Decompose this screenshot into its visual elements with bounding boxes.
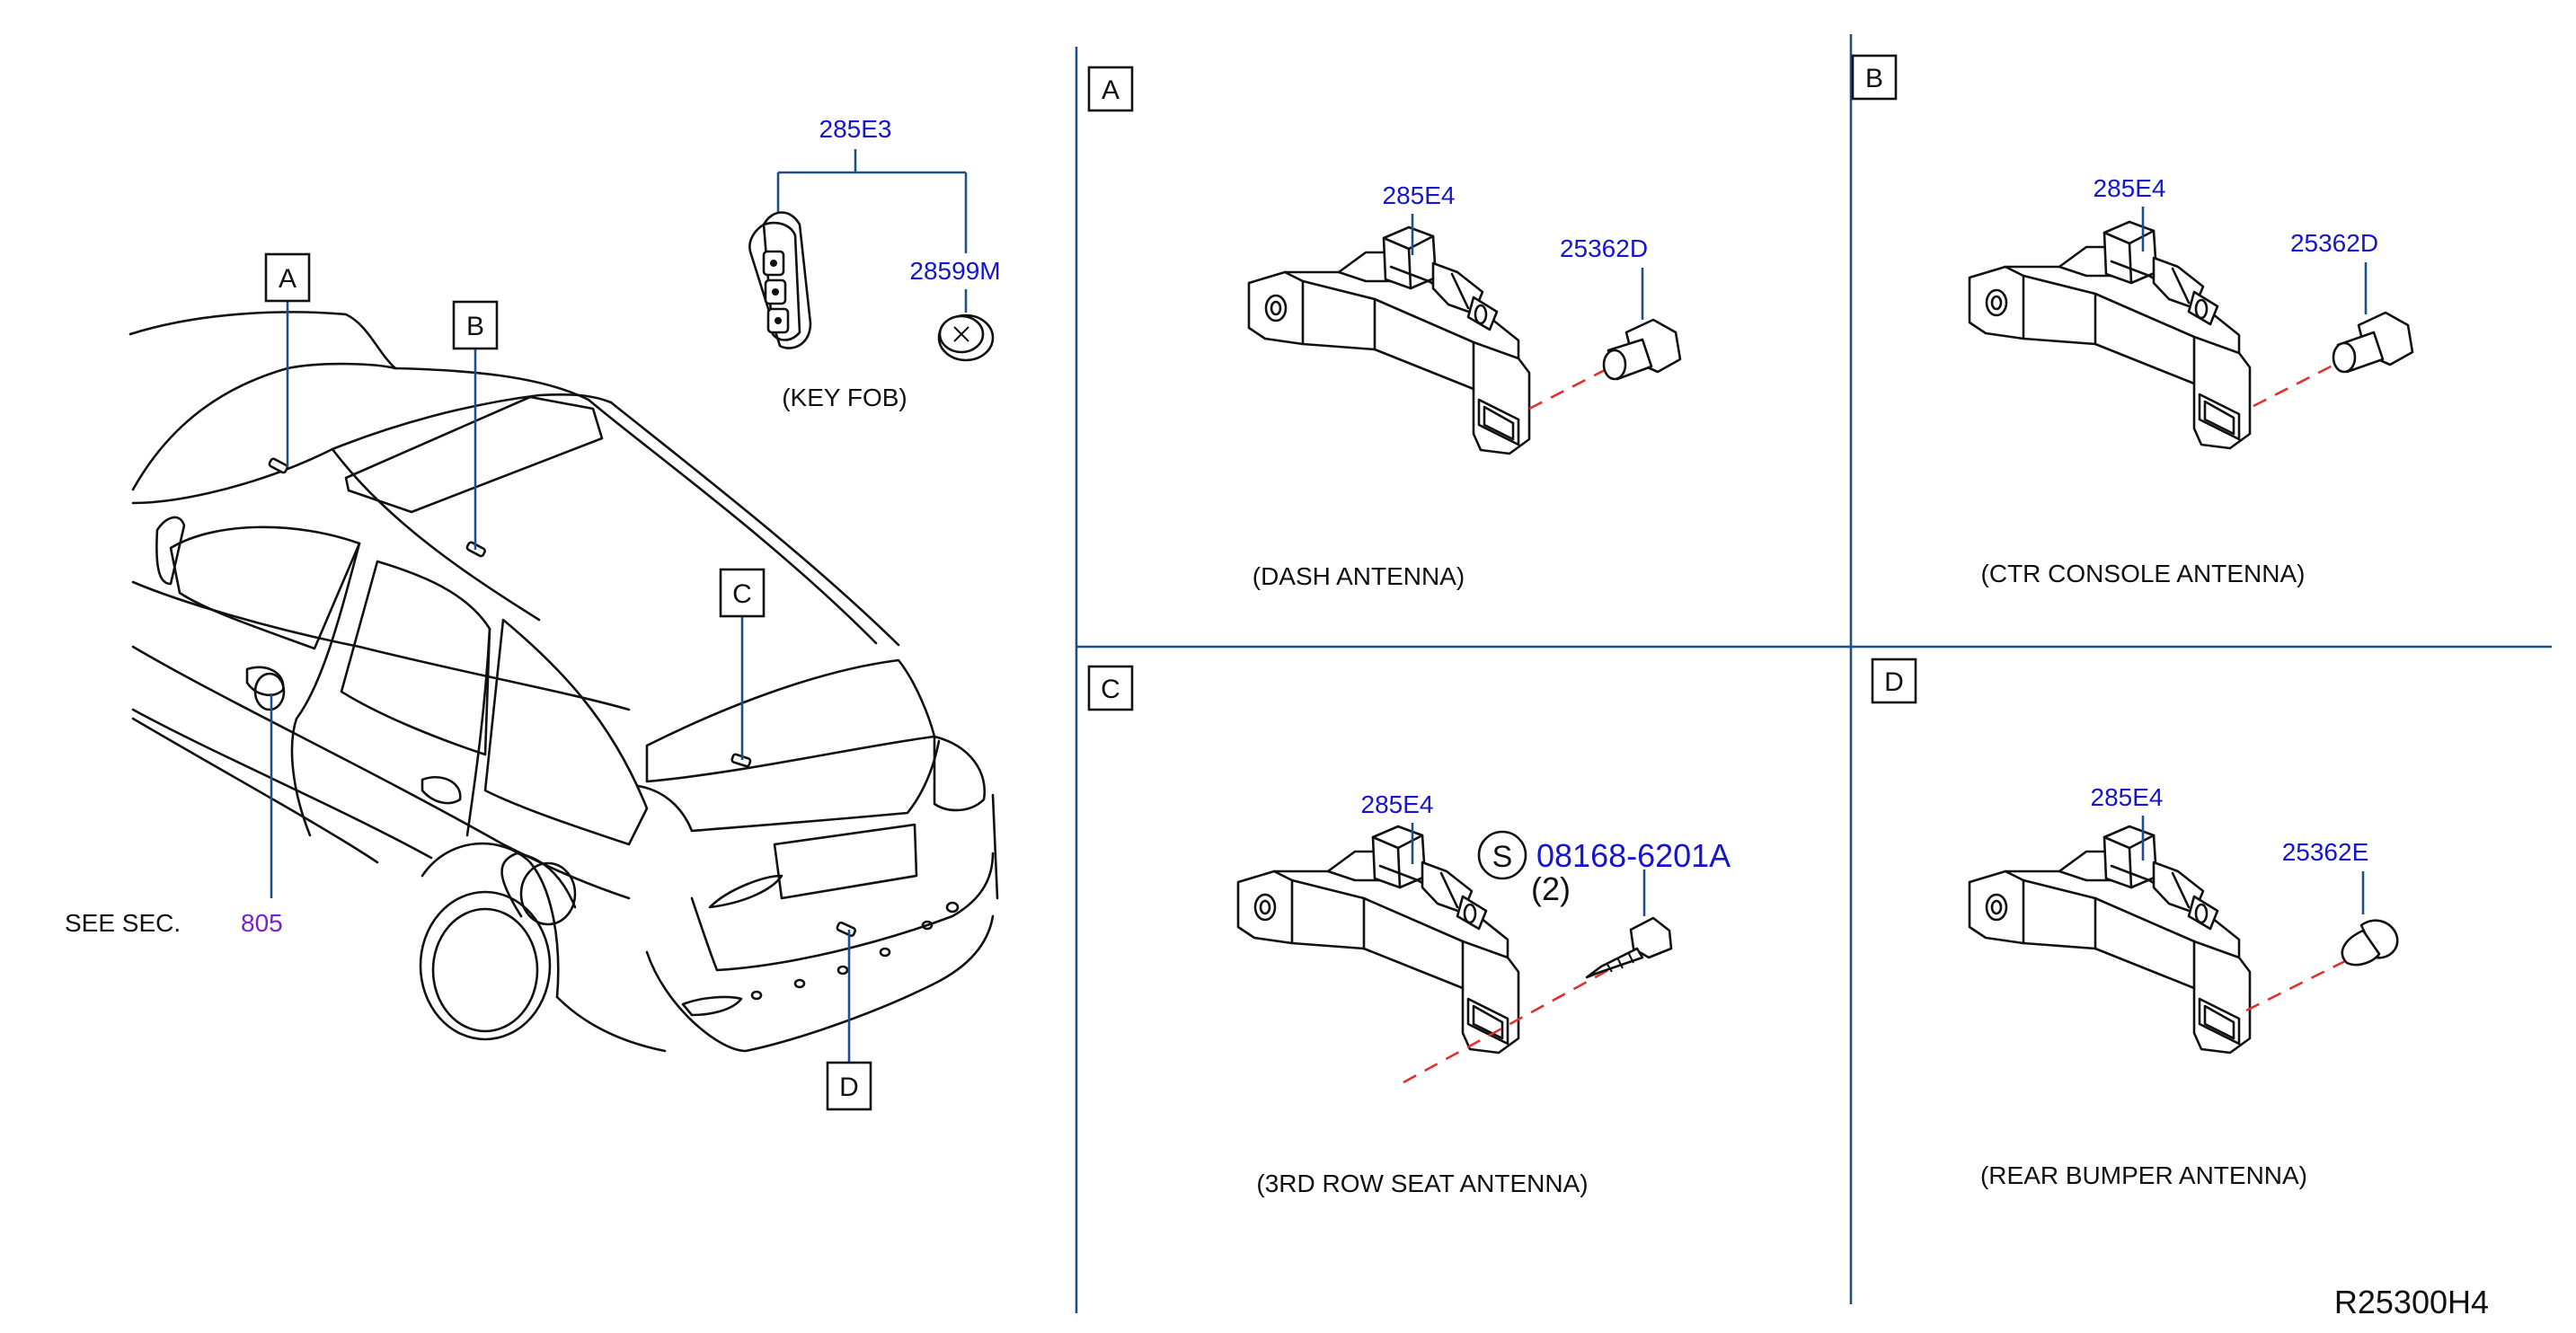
svg-text:D: D — [839, 1073, 859, 1102]
hex-bolt-icon — [1602, 318, 1682, 381]
push-clip-icon — [2341, 919, 2399, 967]
panel-c: C 285E4 S 08168-6201A (2) (3RD ROW SEAT … — [1087, 665, 1731, 1197]
svg-text:B: B — [466, 312, 484, 341]
see-sec-label: SEE SEC. — [65, 909, 181, 937]
dash-antenna-illustration — [1247, 225, 1531, 455]
panel-c-label: C — [1101, 675, 1120, 704]
panel-a-antenna-part[interactable]: 285E4 — [1383, 181, 1456, 209]
callout-d: D — [826, 1061, 872, 1111]
panel-a-caption: (DASH ANTENNA) — [1253, 562, 1465, 590]
tapping-screw-icon — [1585, 916, 1673, 979]
hex-bolt-icon — [2332, 311, 2414, 374]
panel-c-fastener-part[interactable]: 08168-6201A — [1536, 837, 1731, 874]
panel-b-fastener-part[interactable]: 25362D — [2290, 229, 2378, 257]
key-fob-part-number[interactable]: 285E3 — [819, 115, 892, 143]
panel-d: D 285E4 25362E (REAR BUMPER ANTENNA) — [1871, 658, 2399, 1189]
svg-text:A: A — [279, 264, 297, 294]
key-fob-icon — [748, 211, 812, 349]
coin-battery-icon — [937, 313, 995, 362]
3rd-row-seat-antenna-illustration — [1236, 825, 1520, 1055]
panel-b-caption: (CTR CONSOLE ANTENNA) — [1981, 560, 2306, 587]
panel-c-antenna-part[interactable]: 285E4 — [1361, 790, 1434, 818]
diagram-code: R25300H4 — [2334, 1284, 2489, 1320]
panel-b-label: B — [1865, 64, 1883, 93]
key-fob-battery-part-number[interactable]: 28599M — [909, 257, 1000, 285]
panel-c-caption: (3RD ROW SEAT ANTENNA) — [1256, 1170, 1588, 1197]
panel-d-fastener-part[interactable]: 25362E — [2282, 838, 2369, 866]
standard-part-marker-letter: S — [1492, 840, 1513, 874]
vehicle-illustration — [128, 311, 999, 1053]
panel-d-antenna-part[interactable]: 285E4 — [2091, 783, 2164, 811]
ctr-console-antenna-illustration — [1968, 220, 2252, 450]
see-sec-ref[interactable]: 805 — [241, 909, 283, 937]
panel-d-caption: (REAR BUMPER ANTENNA) — [1980, 1161, 2307, 1189]
panel-a-fastener-part[interactable]: 25362D — [1560, 234, 1648, 262]
callout-b: B — [452, 300, 499, 350]
callout-c: C — [719, 568, 766, 618]
panel-c-fastener-qty: (2) — [1531, 870, 1571, 907]
panel-d-label: D — [1884, 667, 1904, 697]
callout-a: A — [264, 252, 311, 303]
rear-bumper-antenna-illustration — [1968, 825, 2252, 1055]
panel-a-label: A — [1102, 75, 1120, 105]
panel-b: B 285E4 25362D (CTR CONSOLE ANTENNA) — [1851, 54, 2414, 587]
key-fob-caption: (KEY FOB) — [782, 384, 907, 411]
standard-part-marker — [1477, 830, 1527, 880]
panel-b-antenna-part[interactable]: 285E4 — [2094, 174, 2166, 202]
svg-text:C: C — [732, 579, 752, 609]
key-fob-group: 285E3 28599M (KEY FOB) — [748, 115, 1001, 411]
panel-a: A 285E4 25362D (DASH ANTENNA) — [1087, 66, 1682, 590]
